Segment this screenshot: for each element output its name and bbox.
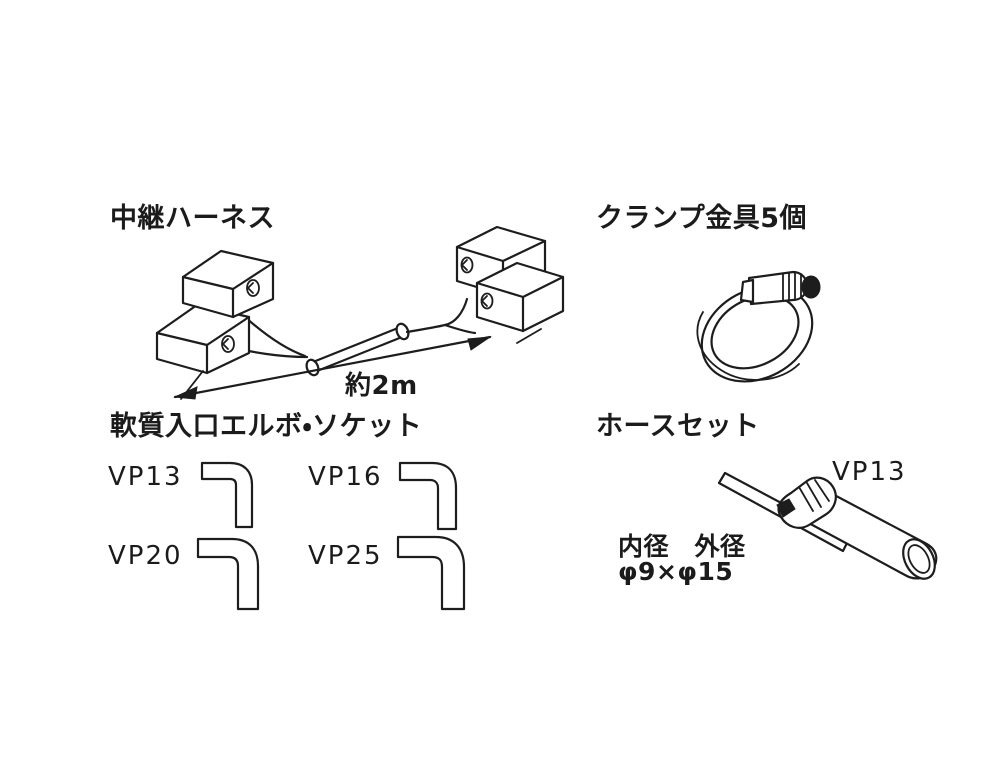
hose-with-clamp-icon (717, 471, 938, 580)
harness-connector-block (155, 303, 251, 375)
hose-clamp-band (776, 476, 837, 529)
elbow-socket-heading: 軟質入口エルボ・ソケット (110, 411, 423, 442)
connector-harness-icon (155, 225, 565, 400)
harness-sleeve (305, 322, 410, 377)
elbow-label-vp20: VP20 (108, 541, 183, 571)
elbow-label-vp16: VP16 (308, 462, 383, 492)
clamp-screw-housing (739, 270, 821, 306)
elbow-label-vp13: VP13 (108, 462, 183, 492)
elbow-icon-vp13 (200, 461, 254, 529)
elbow-label-vp25: VP25 (308, 541, 383, 571)
hose-set-size-label: VP13 (832, 457, 907, 487)
dimension-arrow-2m (173, 328, 542, 400)
relay-harness-heading: 中継ハーネス (110, 203, 275, 234)
clamp-heading: クランプ金具5個 (596, 203, 807, 234)
section-elbow-socket: 軟質入口エルボ・ソケット VP13 VP16 VP20 VP25 (0, 405, 560, 635)
elbow-icon-vp20 (196, 537, 260, 611)
elbow-icon-vp25 (396, 535, 466, 611)
harness-connector-block (475, 261, 565, 333)
hose-socket-end (803, 487, 938, 580)
hose-diameter-value: φ9×φ15 (618, 557, 734, 586)
relay-harness-dimension-label: 約2m (345, 371, 418, 401)
harness-connector-block (181, 249, 275, 319)
section-relay-harness: 中継ハーネス (0, 0, 565, 410)
elbow-icon-vp16 (398, 461, 458, 531)
hose-clamp-icon (696, 270, 821, 383)
hose-diameter-caption: 内径 外径 (618, 532, 746, 561)
section-clamp: クランプ金具5個 (560, 0, 1000, 410)
section-hose-set: ホースセット VP13 内径 外径 φ9×φ15 (560, 405, 1000, 635)
hose-set-heading: ホースセット (596, 411, 760, 442)
